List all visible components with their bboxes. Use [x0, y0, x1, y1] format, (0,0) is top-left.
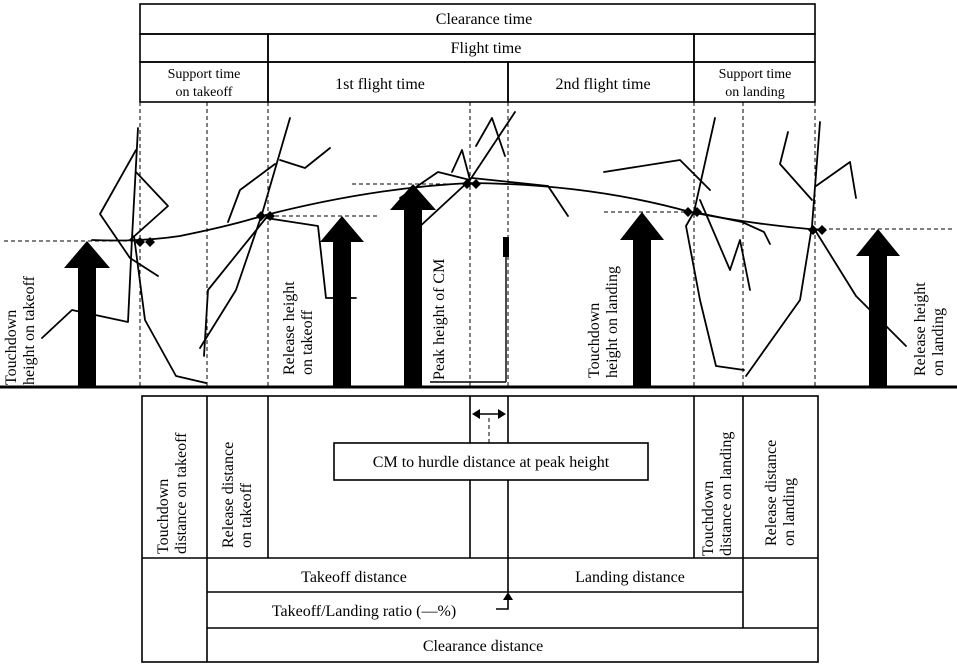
touchdown-height-landing-label-2: height on landing	[604, 266, 621, 378]
takeoff-distance-label: Takeoff distance	[301, 569, 407, 586]
support-takeoff-label-2: on takeoff	[176, 85, 233, 100]
takeoff-landing-ratio-label: Takeoff/Landing ratio (—%)	[272, 603, 456, 620]
cm-marker-touchdown-takeoff	[135, 237, 155, 247]
hurdle	[430, 237, 509, 383]
release-takeoff-height-arrow	[320, 216, 364, 386]
release-height-takeoff-label-1: Release height	[281, 281, 298, 375]
clearance-distance-label: Clearance distance	[423, 638, 543, 655]
second-flight-label: 2nd flight time	[555, 76, 650, 93]
touchdown-height-takeoff-label-1: Touchdown	[3, 310, 20, 385]
release-height-landing-label-2: on landing	[930, 308, 947, 376]
support-landing-label-2: on landing	[725, 85, 785, 100]
release-landing-height-arrow	[856, 229, 900, 386]
touchdown-distance-landing-label-1: Touchdown	[700, 481, 717, 556]
landing-distance-label: Landing distance	[575, 569, 685, 586]
peak-height-cm-label: Peak height of CM	[431, 259, 448, 380]
touchdown-takeoff-height-arrow	[64, 241, 110, 386]
support-landing-top-box	[693, 33, 816, 63]
touchdown-landing-height-arrow	[620, 212, 664, 386]
touchdown-height-takeoff-label-2: height on takeoff	[21, 275, 38, 385]
support-takeoff-top-box	[139, 33, 269, 63]
peak-height-arrow	[390, 184, 436, 386]
event-guides	[139, 102, 816, 388]
release-height-takeoff-label-2: on takeoff	[299, 309, 316, 375]
figure-touchdown-landing	[603, 117, 771, 371]
cm-hurdle-double-arrow	[472, 409, 506, 443]
touchdown-distance-takeoff-label-1: Touchdown	[155, 479, 172, 554]
figure-peak	[399, 111, 569, 231]
cm-to-hurdle-label: CM to hurdle distance at peak height	[373, 454, 610, 471]
release-distance-takeoff-label-1: Release distance	[220, 442, 237, 548]
cm-trajectory	[91, 182, 821, 242]
touchdown-distance-landing-label-2: distance on landing	[718, 432, 735, 556]
stick-figures	[41, 111, 907, 384]
cm-marker-peak	[462, 179, 481, 189]
hurdle-top-bar	[503, 237, 509, 257]
cm-marker-touchdown-landing	[683, 207, 702, 217]
height-arrows	[64, 184, 900, 386]
height-labels: Touchdown height on takeoff Release heig…	[3, 259, 947, 385]
release-distance-landing-label-1: Release distance	[763, 440, 780, 546]
release-distance-takeoff-label-2: on takeoff	[238, 482, 255, 548]
cm-to-hurdle-box	[333, 442, 649, 481]
figure-touchdown-takeoff	[41, 127, 207, 384]
first-flight-label: 1st flight time	[335, 76, 425, 93]
release-height-landing-label-1: Release height	[912, 282, 929, 376]
height-guides	[4, 183, 952, 242]
cm-marker-release-landing	[808, 225, 827, 235]
support-landing-box	[693, 61, 816, 103]
distance-table-frame	[141, 395, 819, 663]
flight-time-label: Flight time	[451, 40, 522, 57]
ratio-pointer-arrow	[496, 592, 513, 610]
touchdown-distance-takeoff-label-2: distance on takeoff	[173, 432, 190, 554]
cm-markers	[135, 179, 827, 247]
touchdown-height-landing-label-1: Touchdown	[586, 303, 603, 378]
distance-table: CM to hurdle distance at peak height Tou…	[141, 395, 819, 663]
support-landing-label-1: Support time	[719, 67, 792, 82]
release-distance-landing-label-2: on landing	[781, 478, 798, 546]
time-bands: Clearance time Flight time Support time …	[139, 3, 816, 103]
clearance-time-label: Clearance time	[436, 11, 532, 28]
support-takeoff-label-1: Support time	[168, 67, 241, 82]
